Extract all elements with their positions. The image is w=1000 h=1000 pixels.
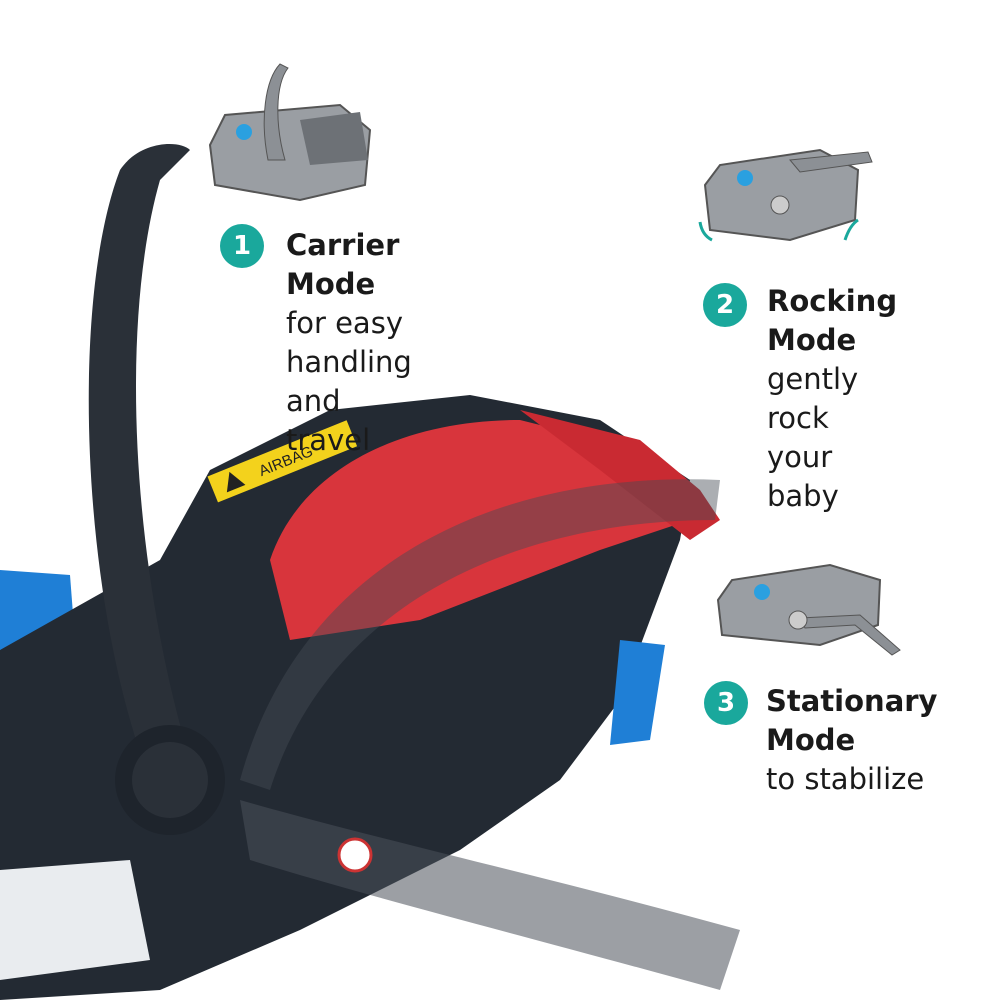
mode-desc-line: your baby: [767, 440, 839, 513]
mode-title: Mode: [767, 323, 857, 357]
mode-title: Carrier Mode: [286, 228, 400, 301]
mode-title: Mode: [766, 723, 856, 757]
mode-title: Rocking: [767, 284, 898, 318]
mode-number-badge: 3: [704, 681, 748, 725]
stationary-mode-illustration: [716, 563, 901, 656]
mode-desc-line: for easy handling: [286, 306, 412, 379]
mode-desc-line: to stabilize: [766, 762, 925, 796]
mode-number-badge: 2: [703, 283, 747, 327]
mode-number-badge: 1: [220, 224, 264, 268]
mode-desc-line: and travel: [286, 384, 371, 457]
airbag-sticker: AIRBAG: [207, 420, 358, 503]
mode-title: Stationary: [766, 684, 938, 718]
carrier-mode-illustration: [208, 63, 372, 202]
rocking-mode-illustration: [698, 148, 873, 242]
mode-desc-line: gently rock: [767, 362, 859, 435]
